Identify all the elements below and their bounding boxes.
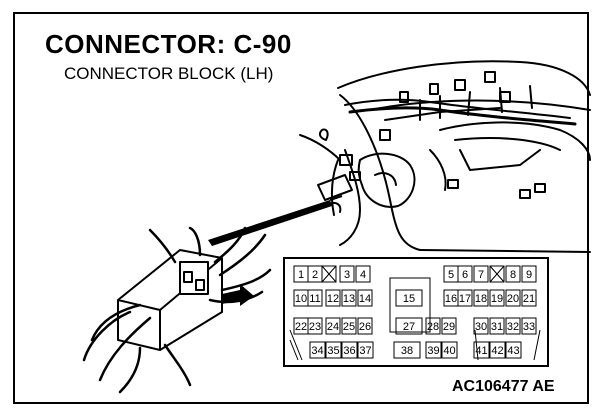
pin-number: 16 xyxy=(445,293,457,305)
pin-cell xyxy=(307,289,323,307)
pin-cell xyxy=(325,341,342,359)
pin-cell xyxy=(521,317,537,335)
pin-cell xyxy=(505,341,522,359)
pin-cell xyxy=(357,341,374,359)
pin-cell xyxy=(505,265,521,283)
pin-cell xyxy=(357,289,373,307)
pin-cell xyxy=(307,317,323,335)
pin-cell xyxy=(473,317,489,335)
pin-cell xyxy=(357,317,373,335)
pin-cell xyxy=(425,317,441,335)
pin-number: 4 xyxy=(360,269,366,281)
pin-number: 32 xyxy=(507,321,519,333)
pin-number: 1 xyxy=(298,269,304,281)
pin-number: 30 xyxy=(475,321,487,333)
pin-cell xyxy=(325,289,341,307)
pin-cell xyxy=(341,341,358,359)
pin-number: 35 xyxy=(327,345,339,357)
pin-number: 19 xyxy=(491,293,503,305)
connector-subtitle: CONNECTOR BLOCK (LH) xyxy=(64,64,274,83)
pin-number: 2 xyxy=(312,269,318,281)
pin-number: 26 xyxy=(359,321,371,333)
pin-cell xyxy=(521,289,537,307)
pin-number: 37 xyxy=(359,345,371,357)
pin-number: 31 xyxy=(491,321,503,333)
pin-cell xyxy=(505,317,521,335)
pin-number: 38 xyxy=(401,345,413,357)
pin-number: 33 xyxy=(523,321,535,333)
pin-number: 27 xyxy=(403,321,415,333)
pin-cell xyxy=(393,341,421,359)
pin-number: 25 xyxy=(343,321,355,333)
pin-number: 24 xyxy=(327,321,339,333)
pin-number: 13 xyxy=(343,293,355,305)
pin-number: 21 xyxy=(523,293,535,305)
pin-number: 10 xyxy=(295,293,307,305)
pin-cell xyxy=(489,341,506,359)
pin-cell xyxy=(521,265,537,283)
pin-cell xyxy=(489,289,505,307)
pin-number: 18 xyxy=(475,293,487,305)
pin-number: 8 xyxy=(510,269,516,281)
pin-cell xyxy=(505,289,521,307)
pin-number: 14 xyxy=(359,293,371,305)
pin-cell xyxy=(441,317,457,335)
pin-cell xyxy=(341,289,357,307)
pin-cell xyxy=(489,265,505,283)
pin-number: 6 xyxy=(462,269,468,281)
pin-cell xyxy=(441,341,458,359)
pin-number: 20 xyxy=(507,293,519,305)
figure-frame xyxy=(13,12,589,404)
pin-number: 28 xyxy=(427,321,439,333)
pin-number: 3 xyxy=(344,269,350,281)
pin-cell xyxy=(473,289,489,307)
leader-arrow xyxy=(208,195,343,246)
pin-cell xyxy=(341,317,357,335)
pin-number: 22 xyxy=(295,321,307,333)
pin-cell xyxy=(355,265,371,283)
pin-number: 17 xyxy=(459,293,471,305)
pin-cell xyxy=(473,341,490,359)
pin-number: 36 xyxy=(343,345,355,357)
unused-pin-mark xyxy=(321,265,337,283)
pin-number: 41 xyxy=(475,345,487,357)
pin-cell xyxy=(425,341,442,359)
pin-number: 12 xyxy=(327,293,339,305)
connector-arrow xyxy=(222,284,254,306)
pin-cell xyxy=(489,317,505,335)
pin-number: 42 xyxy=(491,345,503,357)
pin-cell xyxy=(457,289,473,307)
pin-cell xyxy=(473,265,489,283)
pin-number: 39 xyxy=(427,345,439,357)
pin-number: 5 xyxy=(448,269,454,281)
pin-number: 43 xyxy=(507,345,519,357)
pin-cell xyxy=(309,341,326,359)
pin-cell xyxy=(395,317,423,335)
unused-pin-mark xyxy=(489,265,505,283)
pin-number: 29 xyxy=(443,321,455,333)
figure-code: AC106477 AE xyxy=(452,378,555,395)
connector-title: CONNECTOR: C-90 xyxy=(45,29,292,59)
pin-cell xyxy=(395,289,423,307)
pin-number: 15 xyxy=(403,293,415,305)
pin-number: 9 xyxy=(526,269,532,281)
pin-number: 7 xyxy=(478,269,484,281)
pin-cell xyxy=(457,265,473,283)
pin-number: 11 xyxy=(309,293,320,305)
connector-block xyxy=(117,249,223,351)
pin-number: 34 xyxy=(311,345,323,357)
pin-cell xyxy=(325,317,341,335)
pin-cell xyxy=(321,265,337,283)
pin-cell xyxy=(339,265,355,283)
pin-number: 40 xyxy=(443,345,455,357)
pin-number: 23 xyxy=(309,321,321,333)
